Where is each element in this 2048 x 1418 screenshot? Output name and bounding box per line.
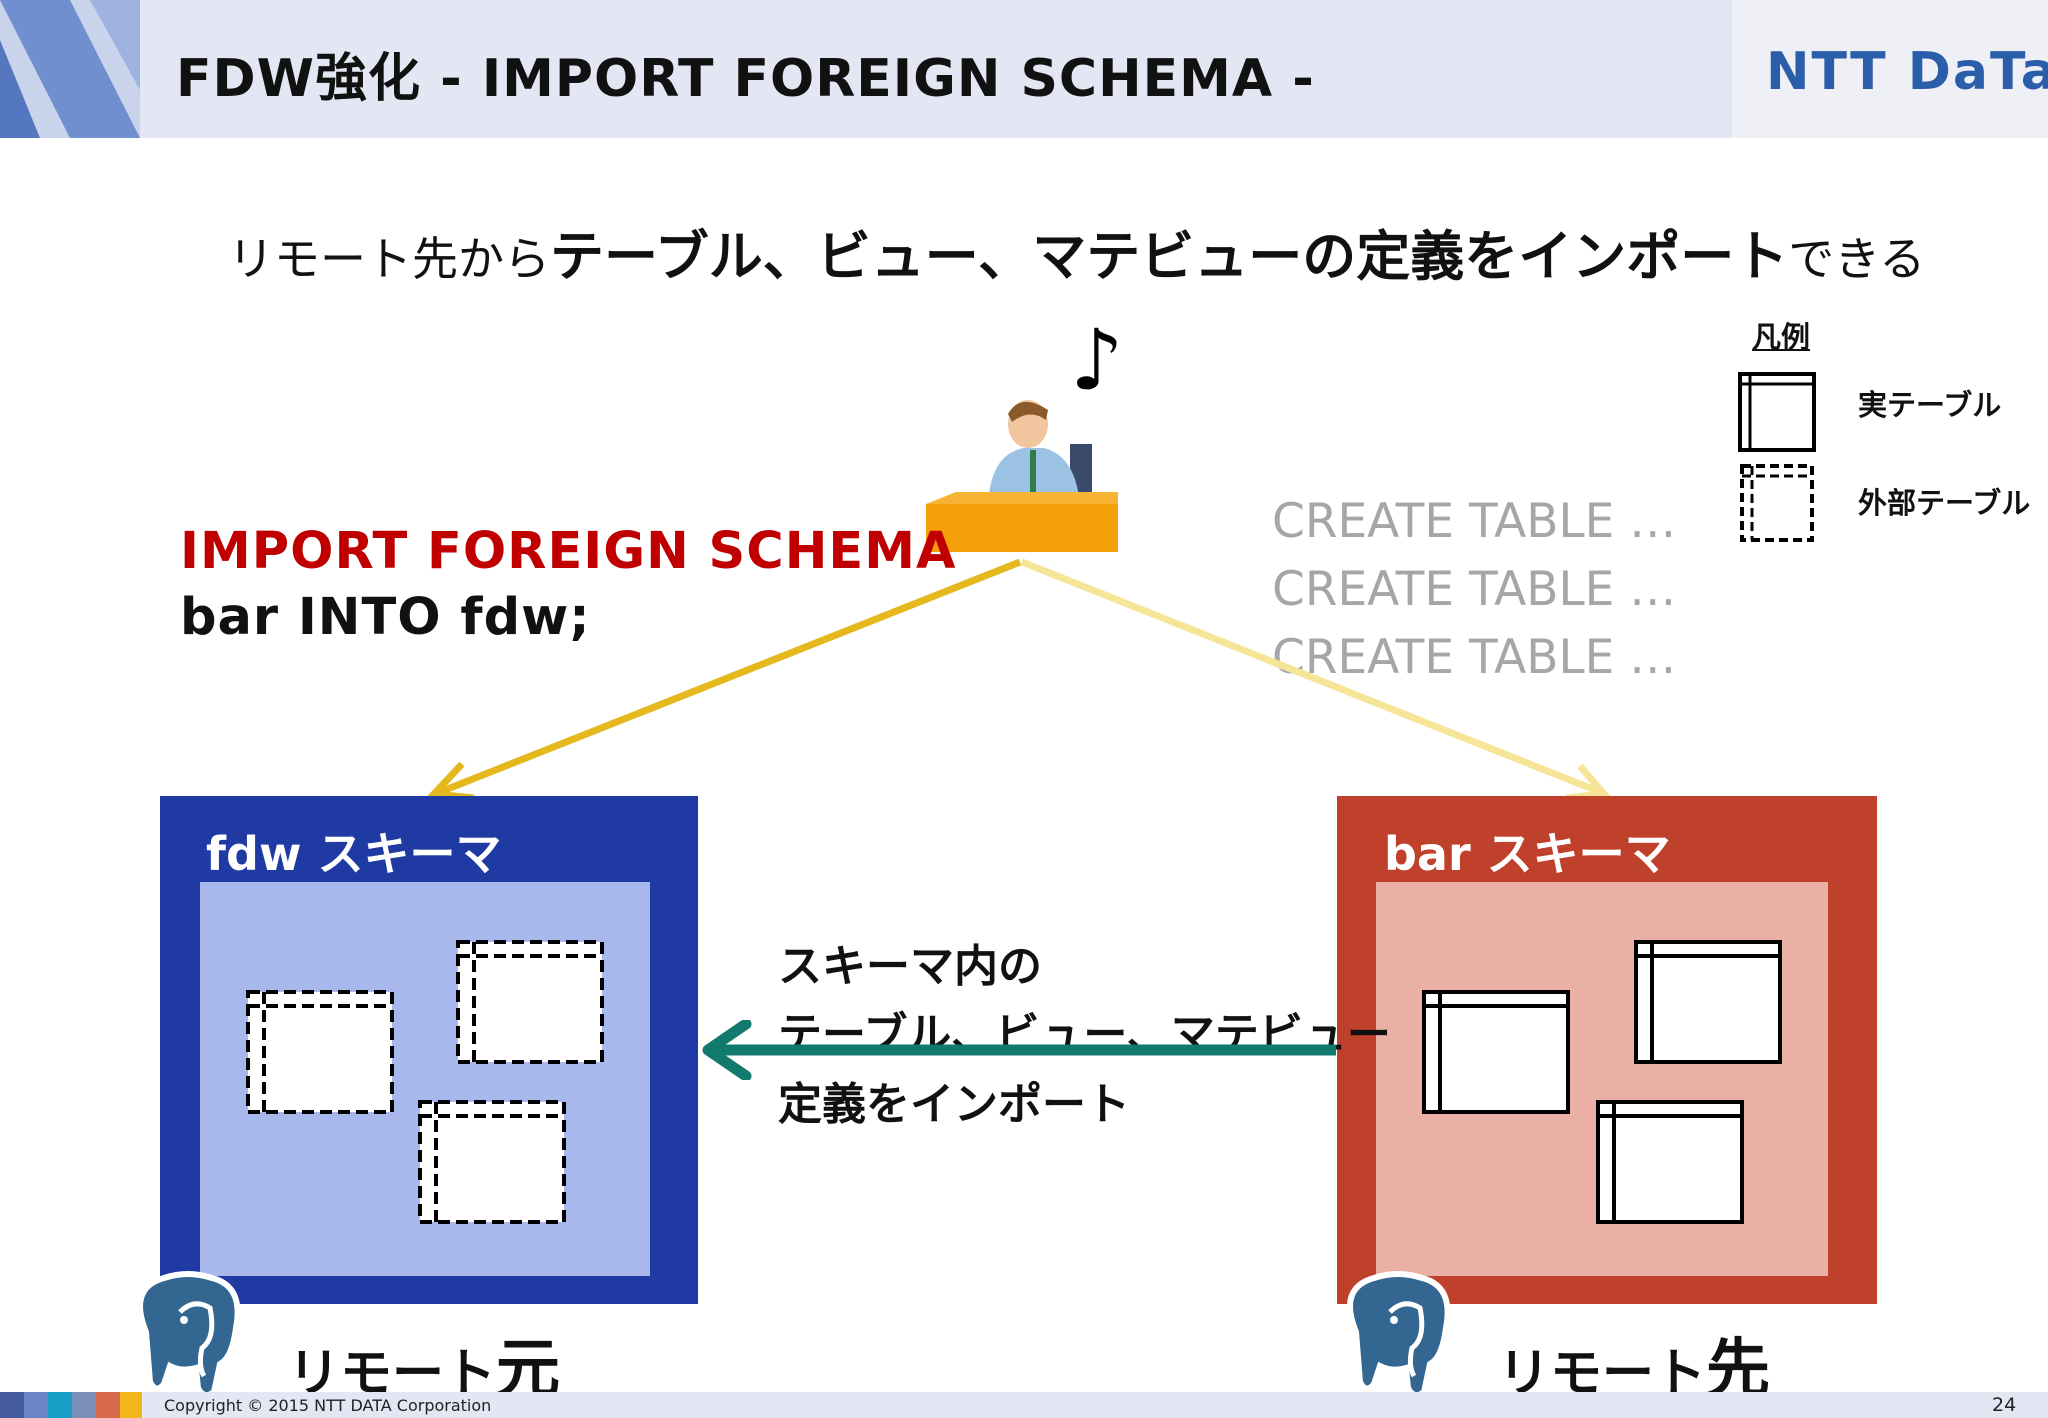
slide-title: FDW強化 - IMPORT FOREIGN SCHEMA - xyxy=(176,49,1315,109)
create-table-line-3: CREATE TABLE … xyxy=(1272,630,1677,685)
foreign-table-icon xyxy=(246,990,394,1114)
copyright-text: Copyright © 2015 NTT DATA Corporation xyxy=(164,1396,492,1415)
import-text-line-1: スキーマ内の xyxy=(778,941,1042,992)
foreign-table-icon xyxy=(418,1100,566,1224)
logo-background xyxy=(1732,0,2048,138)
postgresql-elephant-icon-right xyxy=(1347,1271,1451,1399)
foreign-table-icon xyxy=(456,940,604,1064)
create-table-line-1: CREATE TABLE … xyxy=(1272,494,1677,549)
legend-real-table-icon xyxy=(1738,372,1816,452)
real-table-icon xyxy=(1422,990,1570,1114)
subtitle-part1: リモート先から xyxy=(228,232,550,286)
header-decoration xyxy=(0,0,140,138)
import-text-line-3: 定義をインポート xyxy=(778,1079,1130,1130)
header-bar xyxy=(0,0,2048,138)
subtitle-part2: テーブル、ビュー、マテビューの定義をインポート xyxy=(550,225,1789,288)
ntt-data-logo: NTT DaTa xyxy=(1766,42,2048,102)
subtitle: リモート先からテーブル、ビュー、マテビューの定義をインポートできる xyxy=(228,212,1925,291)
legend-foreign-table-label: 外部テーブル xyxy=(1858,486,2031,520)
create-table-line-2: CREATE TABLE … xyxy=(1272,562,1677,617)
real-table-icon xyxy=(1634,940,1782,1064)
subtitle-part3: できる xyxy=(1788,232,1926,286)
music-note-icon: ♪ xyxy=(1070,311,1124,409)
sql-import-line: IMPORT FOREIGN SCHEMA xyxy=(180,522,957,581)
arrow-to-fdw xyxy=(426,558,1022,802)
legend-foreign-table-icon xyxy=(1740,464,1814,542)
import-arrow xyxy=(702,1020,1336,1080)
real-table-icon xyxy=(1596,1100,1744,1224)
arrow-to-bar xyxy=(1020,558,1611,802)
bar-schema-label: bar スキーマ xyxy=(1384,827,1671,881)
person-at-desk-icon xyxy=(926,400,1118,552)
footer-bar xyxy=(0,1392,2048,1418)
postgresql-elephant-icon-left xyxy=(137,1271,241,1399)
legend-real-table-label: 実テーブル xyxy=(1858,388,2002,422)
sql-into-line: bar INTO fdw; xyxy=(180,588,591,647)
legend-title: 凡例 xyxy=(1752,320,1811,354)
foreign-tables xyxy=(246,940,604,1224)
real-tables xyxy=(1422,940,1782,1224)
page-number: 24 xyxy=(1992,1394,2017,1416)
fdw-schema-label: fdw スキーマ xyxy=(206,827,502,881)
legend-icons xyxy=(1738,372,1816,542)
footer-color-strip xyxy=(0,1392,142,1418)
